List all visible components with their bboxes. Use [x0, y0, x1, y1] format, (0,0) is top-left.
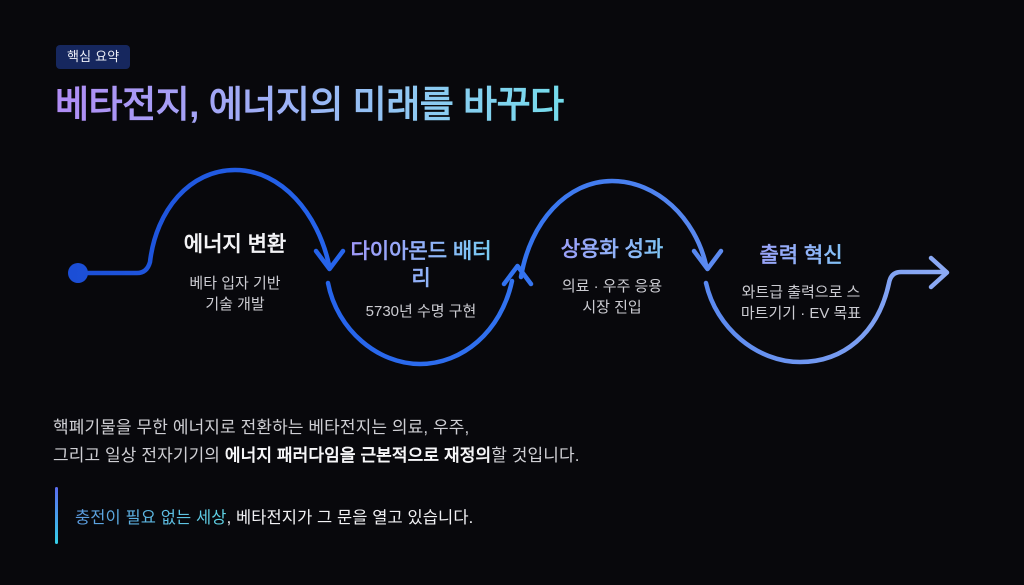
milestone-title: 에너지 변환	[183, 233, 287, 256]
summary-paragraph: 핵폐기물을 무한 에너지로 전환하는 베타전지는 의료, 우주, 그리고 일상 …	[53, 414, 580, 469]
arrow-up-icon	[501, 263, 534, 287]
quote-block: 충전이 필요 없는 세상, 베타전지가 그 문을 열고 있습니다.	[55, 487, 473, 544]
paragraph-line2-post: 할 것입니다.	[491, 445, 580, 465]
milestone-subtitle: 베타 입자 기반 기술 개발	[189, 275, 281, 313]
milestone-power-innovation: 출력 혁신 와트급 출력으로 스 마트기기 · EV 목표	[691, 242, 911, 324]
milestone-title: 상용화 성과	[502, 236, 722, 263]
milestone-title: 출력 혁신	[691, 242, 911, 269]
paragraph-line1: 핵폐기물을 무한 에너지로 전환하는 베타전지는 의료, 우주,	[53, 418, 470, 437]
slide-title: 베타전지, 에너지의 미래를 바꾸다	[55, 74, 564, 128]
summary-badge: 핵심 요약	[56, 45, 131, 69]
quote-accent-bar	[55, 487, 58, 544]
wave-segment-2	[325, 278, 515, 367]
milestone-commercialization: 상용화 성과 의료 · 우주 응용 시장 진입	[502, 236, 722, 318]
arrow-down-icon	[313, 248, 346, 272]
paragraph-line2-bold: 에너지 패러다임을 근본적으로 재정의	[224, 445, 492, 465]
wave-segment-4	[703, 269, 947, 365]
wave-segment-3	[518, 178, 709, 280]
milestone-title: 다이아몬드 배터 리	[311, 238, 531, 292]
milestone-subtitle: 의료 · 우주 응용 시장 진입	[561, 278, 663, 316]
arrow-down-icon	[691, 248, 724, 272]
quote-highlight: 충전이 필요 없는 세상	[75, 508, 227, 527]
milestone-subtitle: 5730년 수명 구현	[365, 303, 477, 320]
quote-text: 충전이 필요 없는 세상, 베타전지가 그 문을 열고 있습니다.	[58, 504, 473, 528]
milestone-subtitle: 와트급 출력으로 스 마트기기 · EV 목표	[740, 284, 862, 322]
wave-segment-1	[85, 167, 332, 276]
milestone-diamond-battery: 다이아몬드 배터 리 5730년 수명 구현	[311, 238, 531, 322]
milestone-energy-conversion: 에너지 변환 베타 입자 기반 기술 개발	[125, 231, 345, 315]
start-dot-icon	[68, 263, 88, 283]
arrow-right-icon	[928, 255, 950, 290]
paragraph-line2-pre: 그리고 일상 전자기기의	[53, 445, 225, 465]
quote-rest: , 베타전지가 그 문을 열고 있습니다.	[226, 508, 474, 527]
